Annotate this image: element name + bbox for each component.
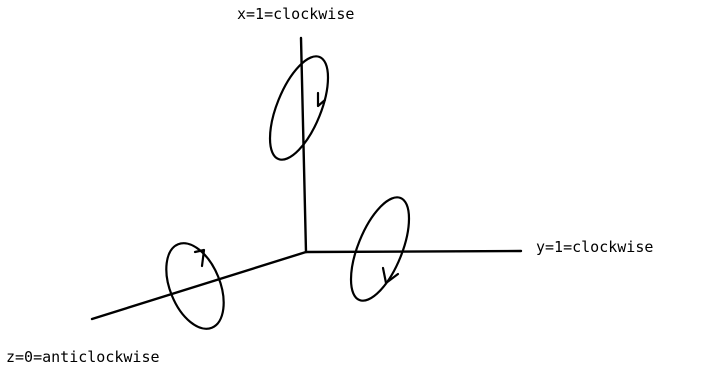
z-axis-label: z=0=anticlockwise [6, 348, 160, 366]
y-rotation-arrow-icon [381, 266, 400, 285]
y-axis-label: y=1=clockwise [536, 238, 654, 256]
x-rotation-ellipse [268, 55, 330, 161]
z-rotation-ellipse [165, 242, 225, 330]
z-rotation-indicator [165, 242, 225, 330]
x-axis-label: x=1=clockwise [237, 5, 355, 23]
y-rotation-ellipse [349, 196, 411, 302]
y-rotation-indicator [349, 196, 411, 302]
z-rotation-arrow-icon [193, 248, 206, 268]
z-axis-line [90, 250, 308, 321]
y-axis-line [304, 249, 523, 254]
x-rotation-indicator [268, 55, 330, 161]
x-rotation-arrow-icon [316, 91, 327, 108]
